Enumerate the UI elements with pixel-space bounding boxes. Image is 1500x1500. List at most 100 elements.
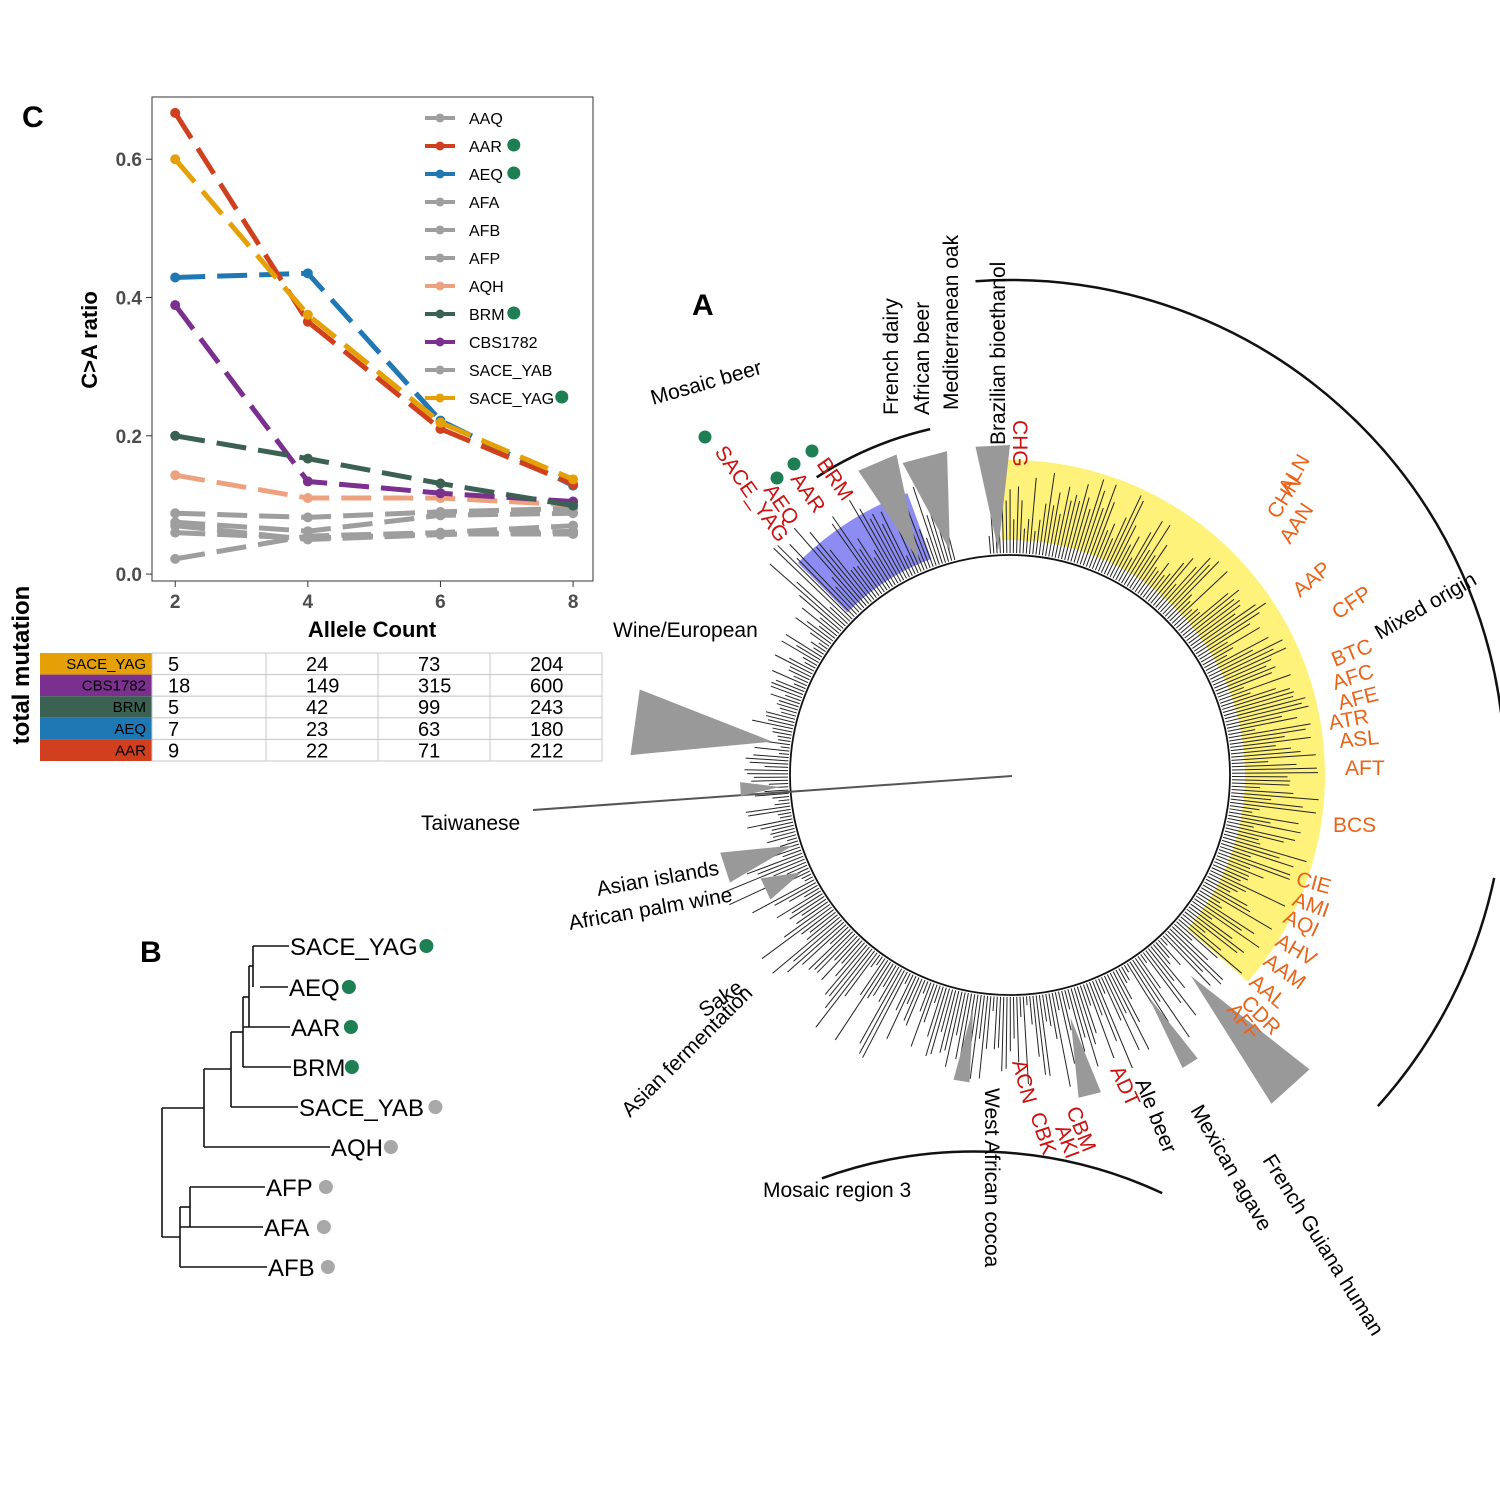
tree-branch [1112,971,1141,1023]
tree-branch [1129,524,1171,589]
tree-branch [1230,747,1291,755]
data-point-SACE_YAG [435,417,446,428]
data-point-SACE_YAB [568,508,579,519]
tree-branch [1186,599,1241,641]
cell-value: 180 [530,719,563,741]
tree-branch [1082,984,1092,1006]
tree-branch [1223,695,1294,717]
tree-branch [1210,648,1274,680]
tree-branch [1109,525,1137,578]
tree-branch [1208,873,1246,893]
tree-branch [1064,500,1081,560]
cell-value: 5 [168,654,179,676]
tree-branch [1229,805,1260,811]
tree-branch [849,499,899,584]
tree-branch [772,731,792,736]
tree-branch [1132,959,1161,1002]
tree-branch [778,739,791,743]
legend-label-SACE_YAB: SACE_YAB [469,363,552,380]
clade-triangle [975,445,1010,551]
tree-branch [786,864,808,875]
tree-branch [939,990,957,1053]
tree-branch [1204,881,1248,907]
tree-branch [1115,969,1133,1000]
tree-branch [1222,691,1294,714]
tree-branch [772,831,796,838]
clade-triangle [902,451,950,551]
tree-branch [824,944,868,995]
tree-branch [1212,658,1272,686]
tree-branch [880,511,913,576]
data-point-CBS1782 [435,488,446,499]
tree-branch [925,537,937,566]
series-line-AFP [175,530,574,541]
tree-branch [1061,990,1072,1031]
tree-branch [1150,946,1186,988]
row-label-bg [40,653,152,675]
tree-branch [1164,561,1220,617]
tree-branch [1231,754,1316,761]
tree-branch [801,607,838,637]
tree-branch [1231,782,1290,786]
tree-branch [1153,944,1171,965]
tree-branch [1085,484,1117,567]
tree-branch [775,679,805,693]
data-point-AFB [302,512,313,523]
tree-branch [749,761,789,765]
tree-branch [789,896,825,920]
legend-label-AAR: AAR [469,139,502,156]
clade-triangle [760,872,802,900]
tree-branch [969,995,982,1079]
tree-branch [1221,843,1294,868]
tree-branch [1076,479,1105,564]
tree-branch [814,931,854,970]
tip-marker [343,1020,358,1034]
data-point-SACE_YAB [170,517,181,528]
tree-branch [752,879,815,914]
tree-branch [1205,878,1231,893]
legend-label-AFA: AFA [469,195,500,212]
tree-branch [1223,833,1261,845]
tree-branch [1229,808,1253,813]
data-point-SACE_YAG [302,309,313,320]
tree-branch [1212,864,1249,881]
tree-branch [1165,933,1204,973]
series-line-CBS1782 [173,303,574,504]
tree-branch [774,654,813,675]
tree-branch [1195,612,1260,655]
series-line-AAR [173,111,575,487]
tree-branch [1029,996,1033,1025]
tip-label-AQH: AQH [331,1135,383,1162]
tree-branch [782,849,802,858]
tree-branch [1225,702,1302,723]
tree-branch [828,946,870,997]
legend-key-dot [435,225,445,235]
tree-branch [1101,977,1122,1021]
cell-value: 243 [530,697,563,719]
clade-label-french-guiana-human: French Guiana human [1258,1150,1388,1339]
tree-branch [780,711,797,717]
tree-branch [1097,538,1114,572]
tree-branch [1005,500,1008,554]
tree-branch [1106,974,1127,1014]
tree-branch [1192,900,1260,948]
tree-branch [1219,846,1251,858]
tree-branch [992,996,995,1012]
tree-branch [1076,986,1097,1045]
tree-branch [1098,978,1106,994]
table-title: total mutation [8,586,35,745]
tree-branch [1054,992,1060,1011]
tree-branch [1016,996,1020,1063]
cell-value: 73 [418,654,440,676]
tree-branch [816,546,867,607]
tree-branch [1230,801,1317,814]
tree-branch [918,529,934,567]
tree-branch [779,707,797,714]
tree-branch [867,961,891,999]
tree-branch [1226,715,1283,729]
cell-value: 5 [168,697,179,719]
tree-branch [1137,566,1157,594]
tree-branch [1215,666,1276,692]
tree-branch [793,527,865,609]
tree-branch [764,766,789,768]
